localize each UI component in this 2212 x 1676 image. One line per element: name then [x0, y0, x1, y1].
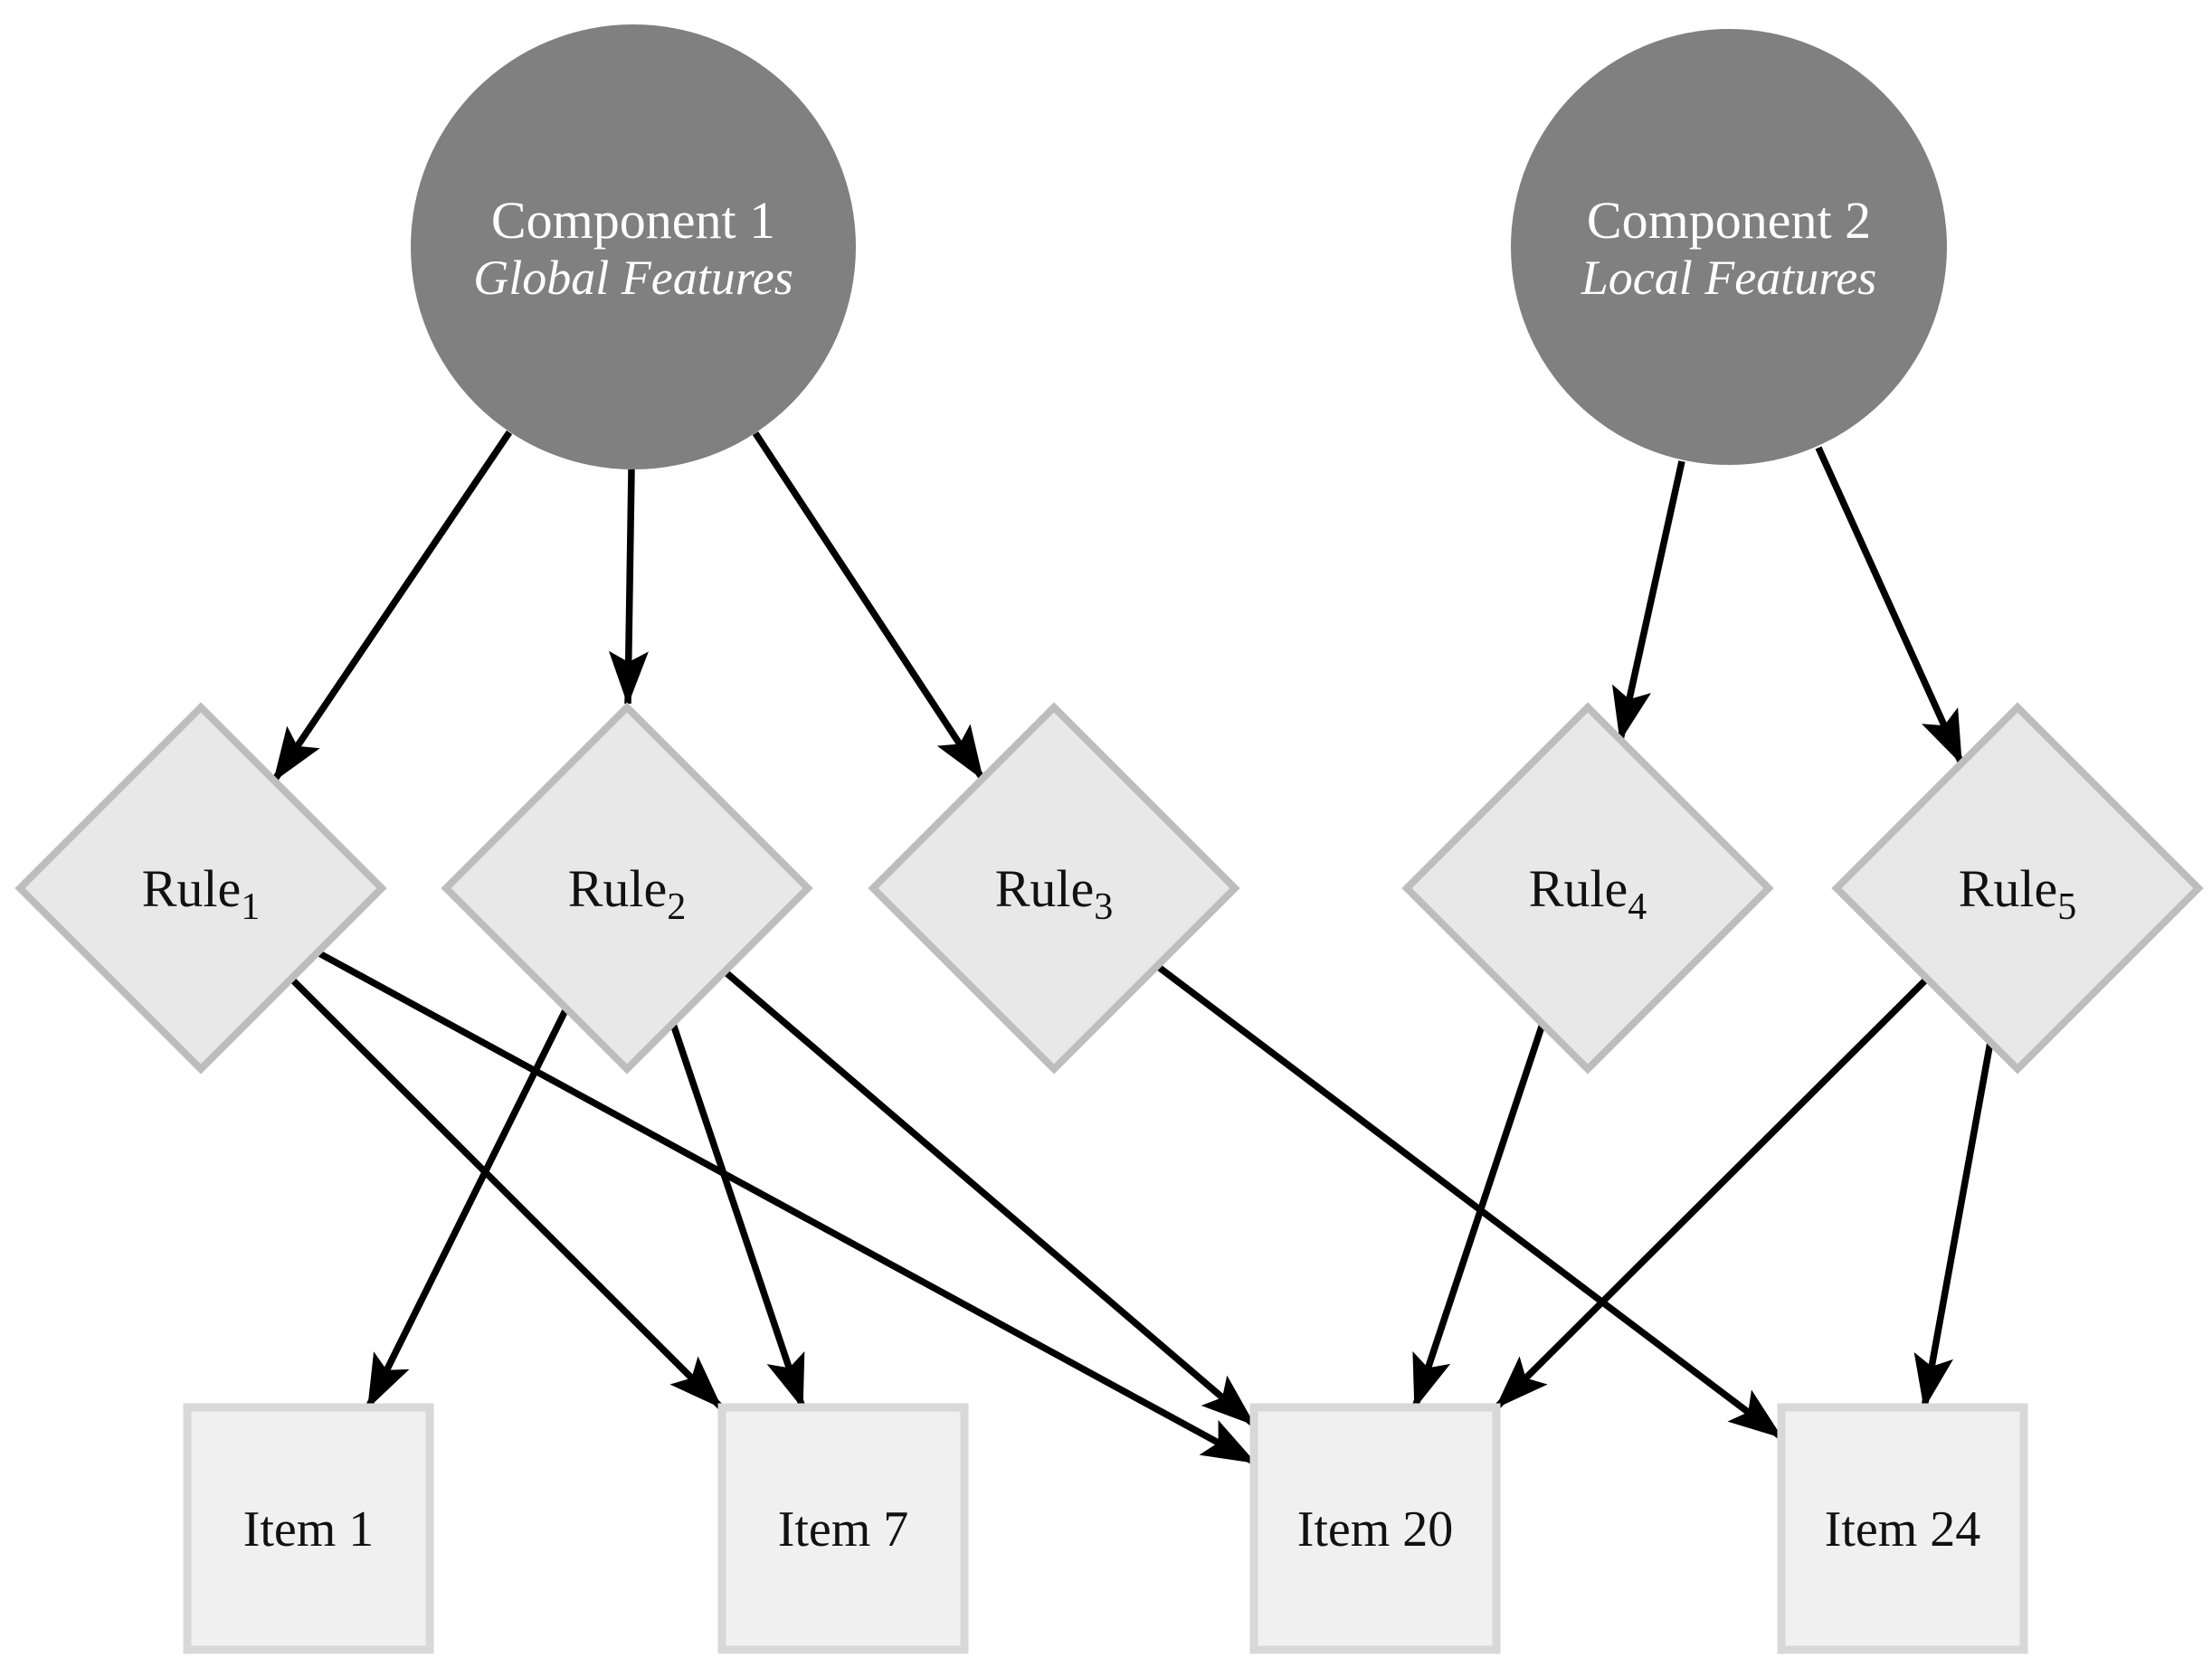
rule-node-r4: Rule4 — [1401, 702, 1774, 1075]
item-node-i1: Item 1 — [183, 1403, 434, 1654]
edge-r2-i7 — [669, 1022, 806, 1409]
edge-r5-i24 — [1913, 1041, 1994, 1409]
rule-diamond-r1 — [14, 702, 387, 1075]
edge-c2-r4 — [1612, 460, 1685, 742]
edge-r2-i20 — [722, 969, 1257, 1427]
rule-diamond-r2 — [441, 702, 813, 1075]
edge-r1-i7 — [289, 976, 724, 1410]
rule-diamond-r4 — [1401, 702, 1774, 1075]
rule-node-r3: Rule3 — [868, 702, 1240, 1075]
rule-diamond-r3 — [868, 702, 1240, 1075]
component-circle-c2 — [1511, 29, 1947, 465]
item-node-i24: Item 24 — [1777, 1403, 2028, 1654]
component-circle-c1 — [411, 24, 856, 469]
item-square-i24 — [1777, 1403, 2028, 1654]
edge-r2-i1 — [365, 1007, 570, 1409]
edge-c1-r1 — [271, 430, 513, 783]
rule-node-r2: Rule2 — [441, 702, 813, 1075]
item-node-i7: Item 7 — [717, 1403, 969, 1654]
edge-c1-r2 — [608, 469, 649, 705]
edge-r4-i20 — [1411, 1022, 1546, 1409]
edge-r3-i24 — [1154, 963, 1784, 1440]
rule-diamond-r5 — [1831, 702, 2204, 1075]
edge-c1-r3 — [752, 431, 986, 781]
edge-r5-i20 — [1494, 976, 1930, 1410]
item-node-i20: Item 20 — [1249, 1403, 1501, 1654]
edge-r1-i20 — [316, 949, 1257, 1466]
item-square-i20 — [1249, 1403, 1501, 1654]
edge-c2-r5 — [1815, 446, 1965, 765]
item-square-i7 — [717, 1403, 969, 1654]
item-square-i1 — [183, 1403, 434, 1654]
